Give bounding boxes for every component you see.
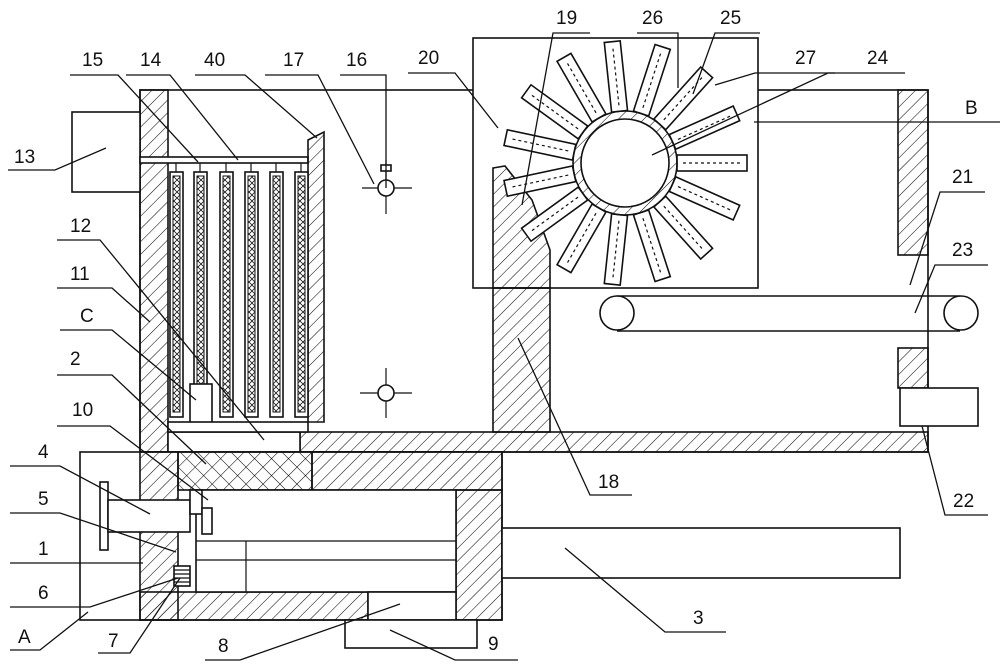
label-22: 22 xyxy=(953,491,974,512)
filter-cartridges xyxy=(169,163,309,418)
label-24: 24 xyxy=(867,48,889,69)
label-25: 25 xyxy=(720,8,741,29)
spray-nozzle-lower xyxy=(360,368,412,418)
label-2: 2 xyxy=(70,349,81,370)
label-19: 19 xyxy=(556,8,577,29)
label-21: 21 xyxy=(952,167,973,188)
label-4: 4 xyxy=(38,442,49,463)
label-20: 20 xyxy=(418,48,439,69)
label-40: 40 xyxy=(204,50,225,71)
side-box-13 xyxy=(71,111,141,193)
support-pillar-18 xyxy=(492,287,551,433)
leader-lines xyxy=(8,32,1000,661)
filter-plate-40 xyxy=(307,130,325,423)
conveyor-23 xyxy=(599,295,979,332)
label-26: 26 xyxy=(642,8,663,29)
label-12: 12 xyxy=(70,216,91,237)
label-B: B xyxy=(965,98,978,119)
filter-top-rail xyxy=(139,156,309,164)
lower-base xyxy=(79,451,901,649)
label-10: 10 xyxy=(72,400,93,421)
label-11: 11 xyxy=(70,264,90,285)
label-27: 27 xyxy=(795,48,816,69)
label-16: 16 xyxy=(346,50,367,71)
label-3: 3 xyxy=(693,608,704,629)
label-17: 17 xyxy=(283,50,304,71)
label-8: 8 xyxy=(218,636,229,657)
label-7: 7 xyxy=(108,631,119,652)
label-14: 14 xyxy=(140,50,162,71)
filter-tray xyxy=(167,421,309,433)
outlet-22 xyxy=(899,387,979,427)
label-15: 15 xyxy=(82,50,103,71)
label-23: 23 xyxy=(952,240,973,261)
label-18: 18 xyxy=(598,472,619,493)
part-labels: 1 2 3 4 5 6 7 8 9 10 11 12 13 14 15 16 1… xyxy=(14,8,978,657)
label-9: 9 xyxy=(488,634,499,655)
label-6: 6 xyxy=(38,583,49,604)
label-A: A xyxy=(18,627,31,648)
label-C: C xyxy=(80,306,94,327)
collector-c xyxy=(189,383,213,425)
crusher-rotor xyxy=(503,39,748,287)
label-1: 1 xyxy=(38,539,49,560)
label-5: 5 xyxy=(38,489,49,510)
label-13: 13 xyxy=(14,147,35,168)
